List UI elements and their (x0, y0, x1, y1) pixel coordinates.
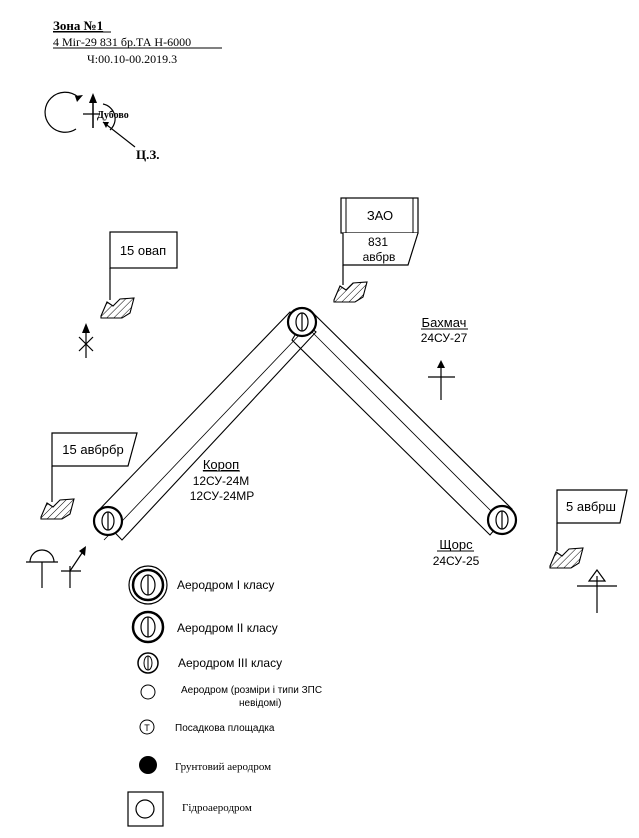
header-line-2: Ч:00.10-00.2019.3 (87, 52, 177, 66)
legend-landing-icon (139, 719, 155, 735)
flag-831-label-2: авбрв (363, 250, 396, 264)
legend: Аеродром I класу Аеродром II класу Аерод… (127, 565, 322, 827)
header-block: Зона №1 4 Міг-29 831 бр.ТА Н-6000 Ч:00.1… (53, 18, 222, 66)
korop-unit-1: 12СУ-24М (193, 474, 250, 488)
legend-class2-icon (131, 610, 165, 644)
arrow-cross-icon (78, 323, 94, 358)
legend-class2-label: Аеродром II класу (177, 621, 278, 635)
airfield-top-icon (286, 306, 318, 338)
legend-hydro-icon (127, 791, 164, 827)
flag-15-avbrbr: 15 авбрбр (40, 432, 138, 520)
zone-title: Зона №1 (53, 18, 103, 33)
bakhmach-unit: 24СУ-27 (421, 331, 468, 345)
legend-class3-label: Аеродром III класу (178, 656, 282, 670)
flag-base-icon (549, 547, 584, 569)
flag-831-label-1: 831 (368, 235, 388, 249)
flag-zao: ЗАО 831 авбрв (333, 197, 419, 303)
legend-unknown-label-1: Аеродром (розміри і типи ЗПС (181, 685, 322, 696)
header-line-1: 4 Міг-29 831 бр.ТА Н-6000 (53, 35, 191, 49)
runway-left-strip (95, 311, 317, 541)
flag-5-avbrsh-label: 5 авбрш (566, 499, 616, 514)
pointer-arrowhead-icon (103, 122, 109, 128)
airfield-korop-icon (92, 505, 124, 537)
compass-place-label: Дубово (97, 110, 129, 121)
flag-base-icon (100, 297, 135, 319)
korop-unit-2: 12СУ-24МР (190, 489, 255, 503)
label-bakhmach: Бахмач 24СУ-27 (421, 315, 468, 345)
flag-base-icon (333, 281, 368, 303)
dome-tower-icon (26, 549, 58, 588)
bakhmach-arrow-icon (428, 360, 455, 400)
legend-ground-label: Грунтовий аеродром (175, 761, 271, 773)
flag-5-avbrsh: 5 авбрш (549, 489, 628, 569)
shchors-unit: 24СУ-25 (433, 554, 480, 568)
right-arc-icon (102, 103, 116, 131)
bakhmach-name: Бахмач (422, 315, 467, 330)
airfield-shchors-icon (486, 504, 518, 536)
legend-landing-label: Посадкова площадка (175, 723, 275, 734)
flag-base-icon (40, 498, 75, 520)
legend-class3-icon (137, 652, 159, 674)
flag-zao-label: ЗАО (367, 208, 393, 223)
triangle-arrow-icon (577, 568, 617, 613)
label-korop: Короп 12СУ-24М 12СУ-24МР (190, 457, 255, 503)
legend-ground-icon (139, 756, 157, 774)
legend-class1-label: Аеродром I класу (177, 578, 274, 592)
flag-15-ovap-label: 15 овап (120, 243, 166, 258)
flag-15-ovap: 15 овап (100, 231, 178, 319)
compass-mark-label: Ц.З. (136, 147, 159, 162)
flag-15-avbrbr-label: 15 авбрбр (62, 442, 123, 457)
legend-hydro-label: Гідроаеродром (182, 802, 252, 814)
arc-arrowhead-icon (75, 95, 83, 102)
diagonal-arrow-icon (61, 546, 86, 588)
legend-unknown-icon (140, 684, 156, 700)
runway-right-strip (291, 309, 513, 536)
legend-class1-icon (128, 565, 168, 605)
legend-landing-symbol: T (144, 723, 150, 733)
legend-unknown-label-2: невідомі) (239, 698, 281, 709)
rotation-arc-icon (44, 91, 79, 133)
compass-symbol: Дубово Ц.З. (44, 91, 159, 162)
korop-name: Короп (203, 457, 239, 472)
label-shchors: Щорс 24СУ-25 (433, 537, 480, 568)
pointer-line-icon (102, 121, 136, 148)
north-arrowhead-icon (89, 93, 97, 103)
shchors-name: Щорс (439, 537, 473, 552)
